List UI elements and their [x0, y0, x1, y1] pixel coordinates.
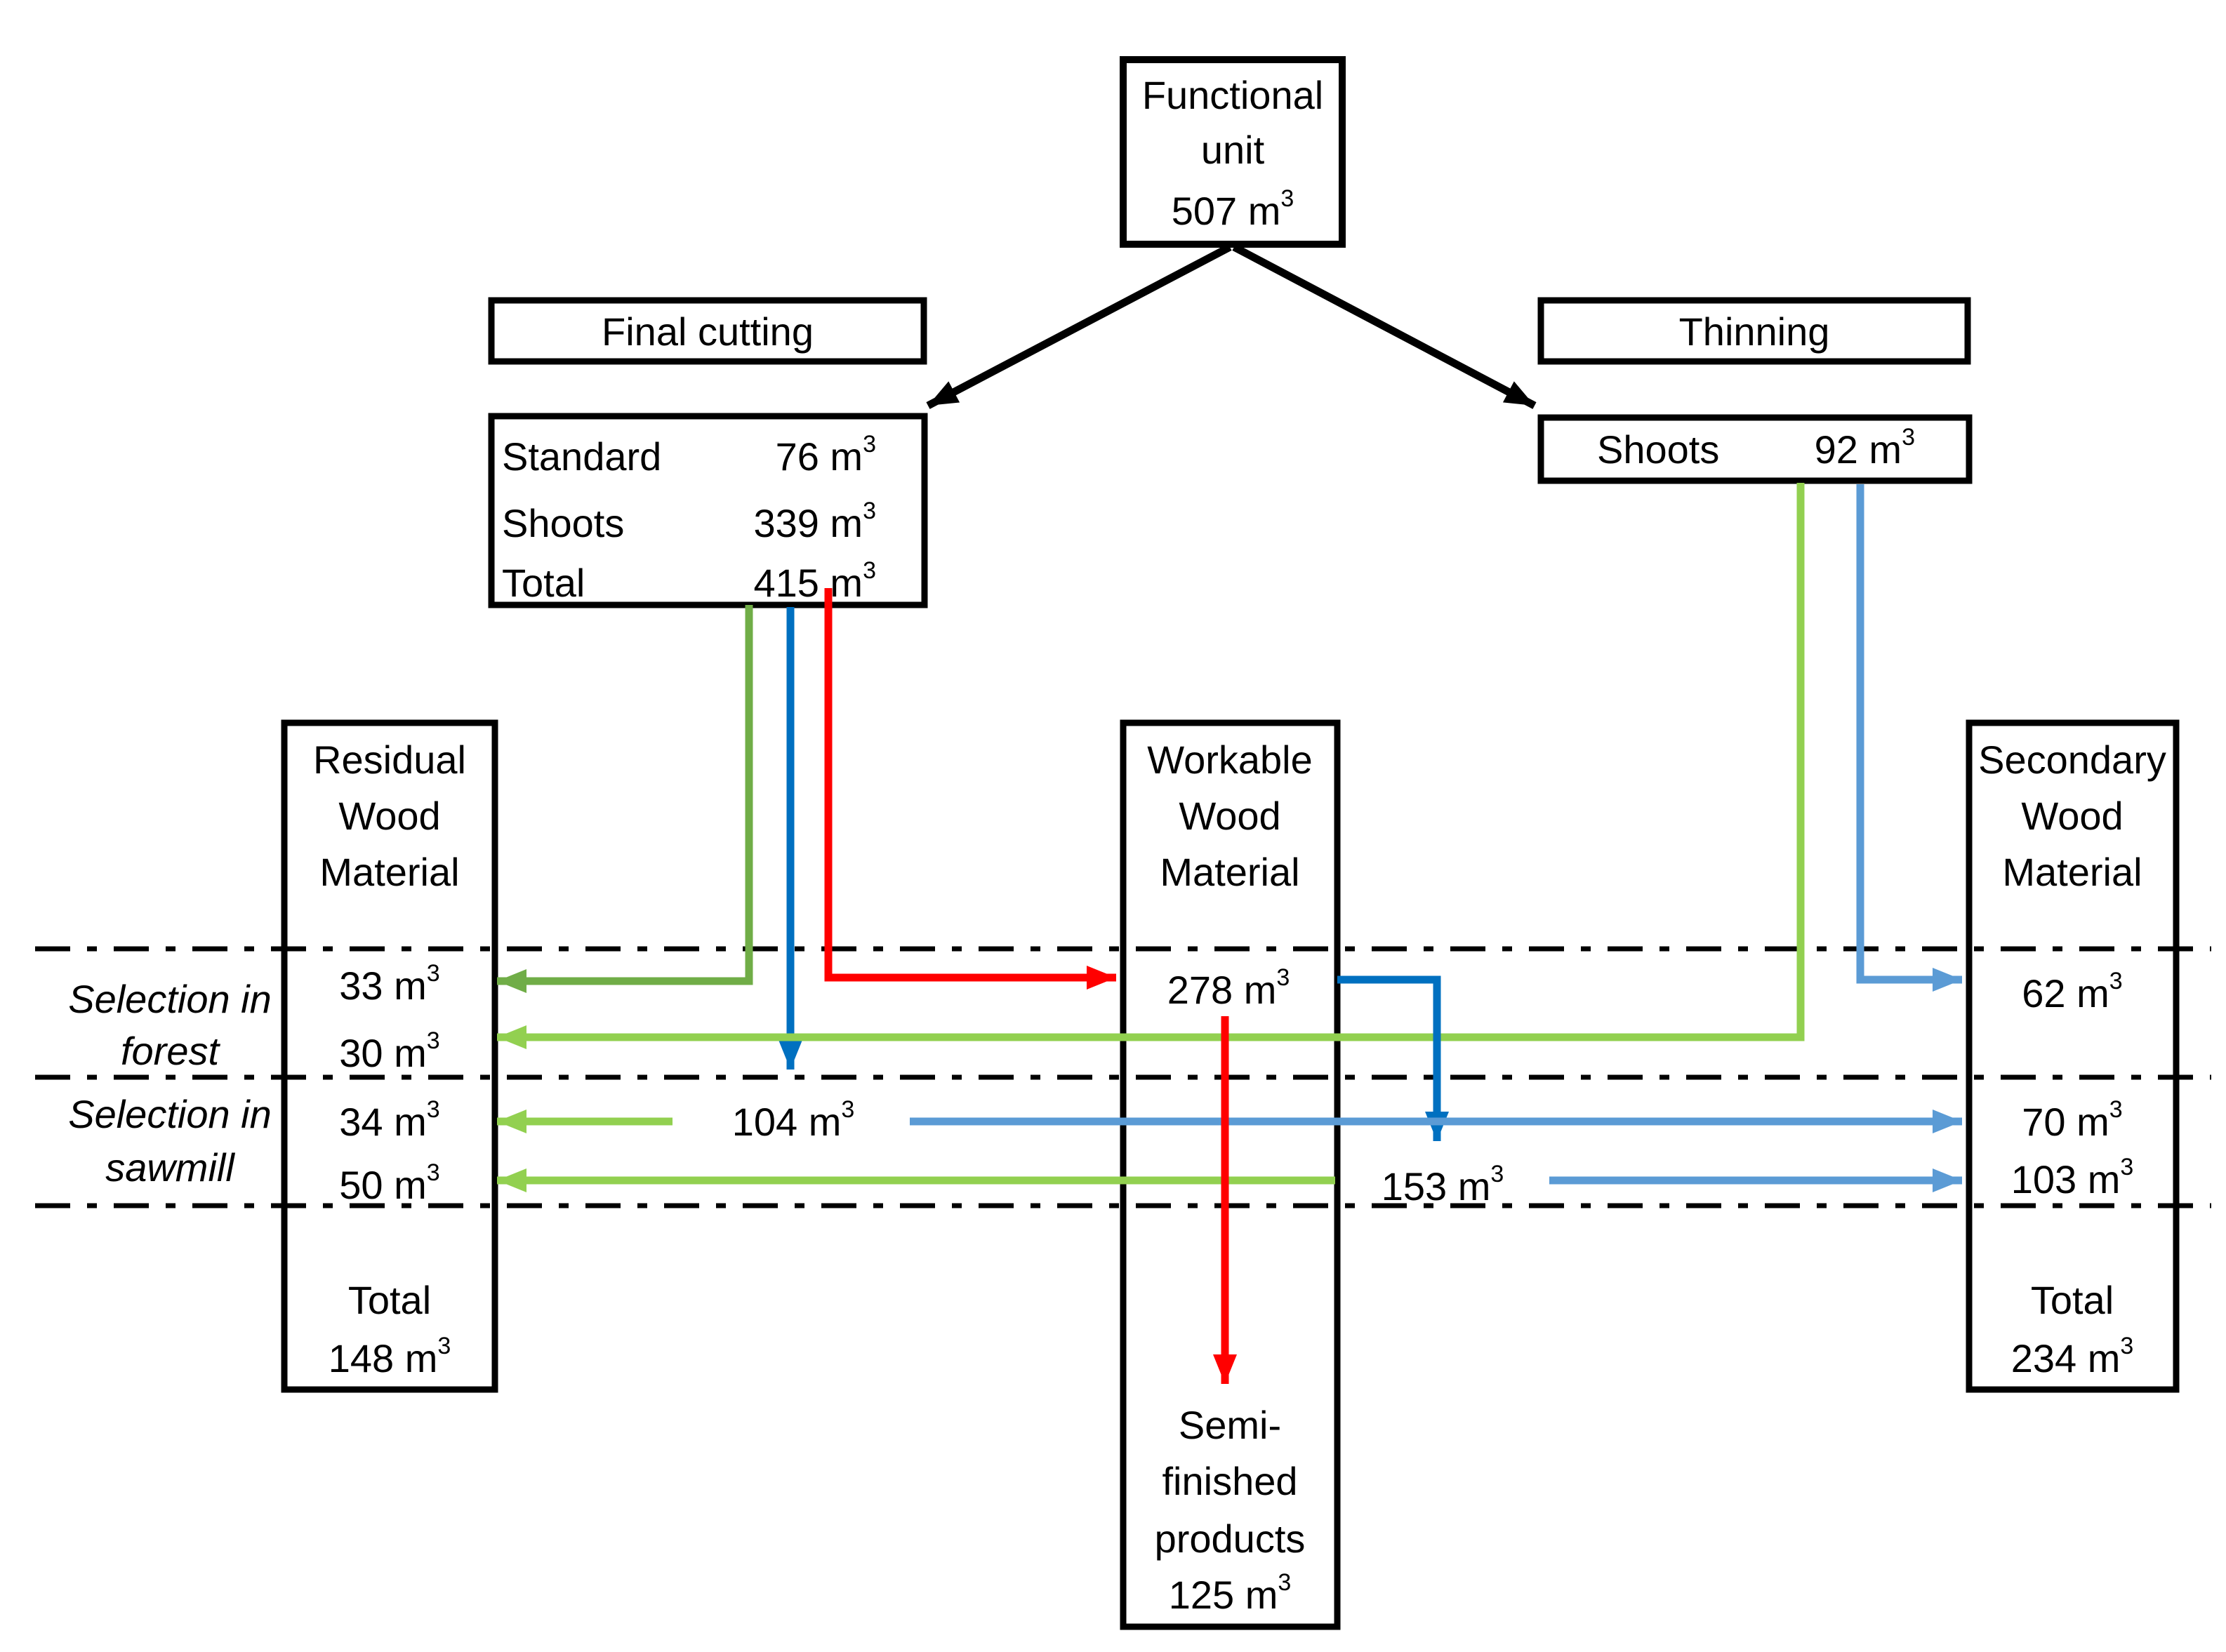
- final-cutting-row-total-value: 415 m3: [753, 557, 876, 605]
- residual-total-value: 148 m3: [329, 1333, 451, 1380]
- final-cutting-row-standard-label: Standard: [502, 434, 661, 479]
- functional-unit-line1: Functional: [1142, 73, 1323, 117]
- final-cutting-row-shoots-label: Shoots: [502, 501, 624, 545]
- final-cutting-row-standard-value: 76 m3: [776, 431, 876, 479]
- secondary-title-line1: Secondary: [1978, 738, 2166, 782]
- secondary-forest-row-62: 62 m3: [2022, 968, 2122, 1015]
- flow-functional-to-final-cutting-arrow: [926, 244, 1232, 409]
- workable-title-line1: Workable: [1147, 738, 1313, 782]
- functional-unit-box: [1120, 56, 1346, 248]
- secondary-wood-box: [1966, 719, 2180, 1393]
- thinning-data-box: [1537, 414, 1973, 484]
- workable-products-value-125: 125 m3: [1169, 1569, 1292, 1617]
- thinning-title-box: [1537, 297, 1971, 365]
- secondary-sawmill-row-103: 103 m3: [2011, 1154, 2134, 1201]
- sawmill-flow-153-label: 153 m3: [1382, 1161, 1504, 1208]
- residual-sawmill-row-34: 34 m3: [339, 1096, 439, 1144]
- residual-title-line3: Material: [319, 850, 459, 894]
- secondary-title-line3: Material: [2002, 850, 2142, 894]
- final-cutting-title: Final cutting: [602, 309, 814, 354]
- final-cutting-row-total-label: Total: [502, 561, 585, 605]
- workable-products-line3: products: [1155, 1517, 1306, 1561]
- secondary-total-label: Total: [2031, 1278, 2114, 1322]
- functional-unit-line2: unit: [1201, 128, 1265, 172]
- residual-title-line2: Wood: [338, 794, 440, 838]
- flow-functional-to-thinning-arrow: [1232, 244, 1537, 409]
- thinning-row-shoots-value: 92 m3: [1815, 424, 1915, 472]
- residual-forest-row-30: 30 m3: [339, 1027, 439, 1075]
- sawmill-flow-104-label: 104 m3: [732, 1096, 855, 1144]
- flow-thinning-to-residual-30-arrow: [497, 483, 1805, 1049]
- selection-in-sawmill-label-line2: sawmill: [105, 1145, 235, 1190]
- residual-forest-row-33: 33 m3: [339, 960, 439, 1008]
- secondary-total-value: 234 m3: [2011, 1333, 2134, 1380]
- final-cutting-row-shoots-value: 339 m3: [753, 498, 876, 545]
- workable-title-line2: Wood: [1179, 794, 1280, 838]
- workable-products-line2: finished: [1162, 1459, 1297, 1503]
- secondary-title-line2: Wood: [2021, 794, 2123, 838]
- residual-total-label: Total: [348, 1278, 431, 1322]
- workable-wood-box: [1120, 719, 1341, 1630]
- flow-final-cutting-to-residual-33-arrow: [497, 605, 753, 993]
- flow-thinning-to-secondary-62-arrow: [1856, 484, 1962, 992]
- residual-title-line1: Residual: [313, 738, 466, 782]
- functional-unit-value: 507 m3: [1172, 185, 1294, 233]
- flow-final-cutting-to-workable-278-arrow: [824, 588, 1116, 990]
- residual-sawmill-row-50: 50 m3: [339, 1159, 439, 1207]
- workable-products-line1: Semi-: [1179, 1403, 1281, 1447]
- thinning-title: Thinning: [1679, 309, 1830, 354]
- thinning-row-shoots-label: Shoots: [1597, 427, 1719, 472]
- workable-title-line3: Material: [1160, 850, 1299, 894]
- flow-workable-to-sawmill-153-arrow: [1337, 975, 1449, 1141]
- secondary-sawmill-row-70: 70 m3: [2022, 1096, 2122, 1144]
- final-cutting-title-box: [488, 297, 927, 365]
- selection-in-forest-label-line2: forest: [121, 1029, 220, 1073]
- selection-in-forest-label-line1: Selection in: [68, 977, 272, 1021]
- selection-in-sawmill-label-line1: Selection in: [68, 1092, 272, 1136]
- final-cutting-data-box: [488, 413, 928, 608]
- residual-wood-box: [281, 719, 498, 1393]
- workable-value-278: 278 m3: [1167, 964, 1290, 1012]
